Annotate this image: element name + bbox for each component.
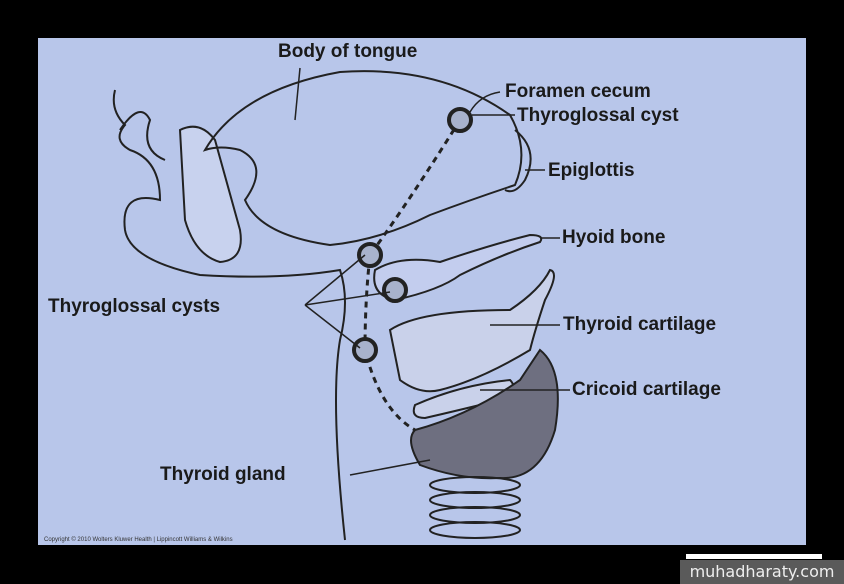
epiglottis [504, 129, 532, 193]
trachea [429, 476, 521, 539]
tongue [202, 70, 523, 247]
cyst-2 [382, 277, 408, 303]
label-thyroid-gland: Thyroid gland [160, 464, 286, 485]
thyroid-cartilage [388, 268, 555, 393]
label-foramen-cecum: Foramen cecum [505, 81, 651, 102]
label-cricoid-cartilage: Cricoid cartilage [572, 379, 721, 400]
watermark: muhadharaty.com [680, 560, 844, 584]
label-epiglottis: Epiglottis [548, 160, 635, 181]
face-profile [112, 89, 346, 541]
cyst-foramen [447, 107, 473, 133]
cyst-3 [352, 337, 378, 363]
copyright-text: Copyright © 2010 Wolters Kluwer Health |… [44, 536, 233, 543]
label-hyoid-bone: Hyoid bone [562, 227, 665, 248]
label-body-of-tongue: Body of tongue [278, 41, 417, 62]
thyroid-gland [410, 348, 559, 480]
label-thyroglossal-cysts: Thyroglossal cysts [48, 296, 220, 317]
mandible [178, 125, 242, 264]
label-thyroglossal-cyst: Thyroglossal cyst [517, 105, 679, 126]
cyst-1 [357, 242, 383, 268]
watermark-bar [686, 554, 822, 559]
label-thyroid-cartilage: Thyroid cartilage [563, 314, 716, 335]
